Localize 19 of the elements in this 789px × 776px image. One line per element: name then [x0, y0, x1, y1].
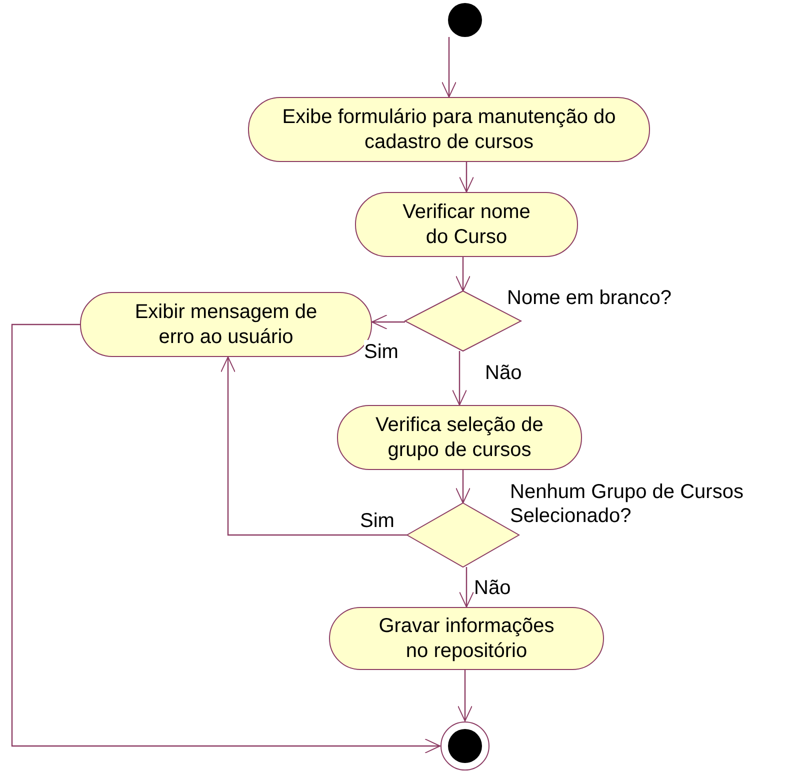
activity-text: Verificar nome do Curso — [402, 200, 532, 250]
activity-text: Gravar informações no repositório — [378, 614, 556, 664]
activity-text: Exibe formulário para manutenção do cadastro de cursos — [282, 104, 616, 154]
activity-text: Verifica seleção de grupo de cursos — [374, 412, 544, 462]
control-flow-arrow — [372, 314, 405, 330]
guard-condition: Nome em branco? — [507, 286, 672, 310]
activity-text: Exibir mensagem de erro ao usuário — [134, 300, 318, 350]
initial-node — [448, 3, 482, 37]
control-flow-arrow — [452, 351, 467, 406]
control-flow-arrow — [442, 37, 456, 98]
guard-condition: Nenhum Grupo de Cursos Selecionado? — [510, 480, 744, 528]
control-flow-arrow — [220, 356, 407, 536]
control-flow-arrow — [11, 324, 440, 754]
final-node — [440, 721, 490, 771]
control-flow-arrow — [456, 470, 470, 504]
control-flow-arrow — [459, 567, 474, 608]
control-flow-arrow — [456, 257, 470, 292]
control-flow-arrow — [458, 670, 472, 722]
control-flow-arrow — [459, 162, 474, 192]
